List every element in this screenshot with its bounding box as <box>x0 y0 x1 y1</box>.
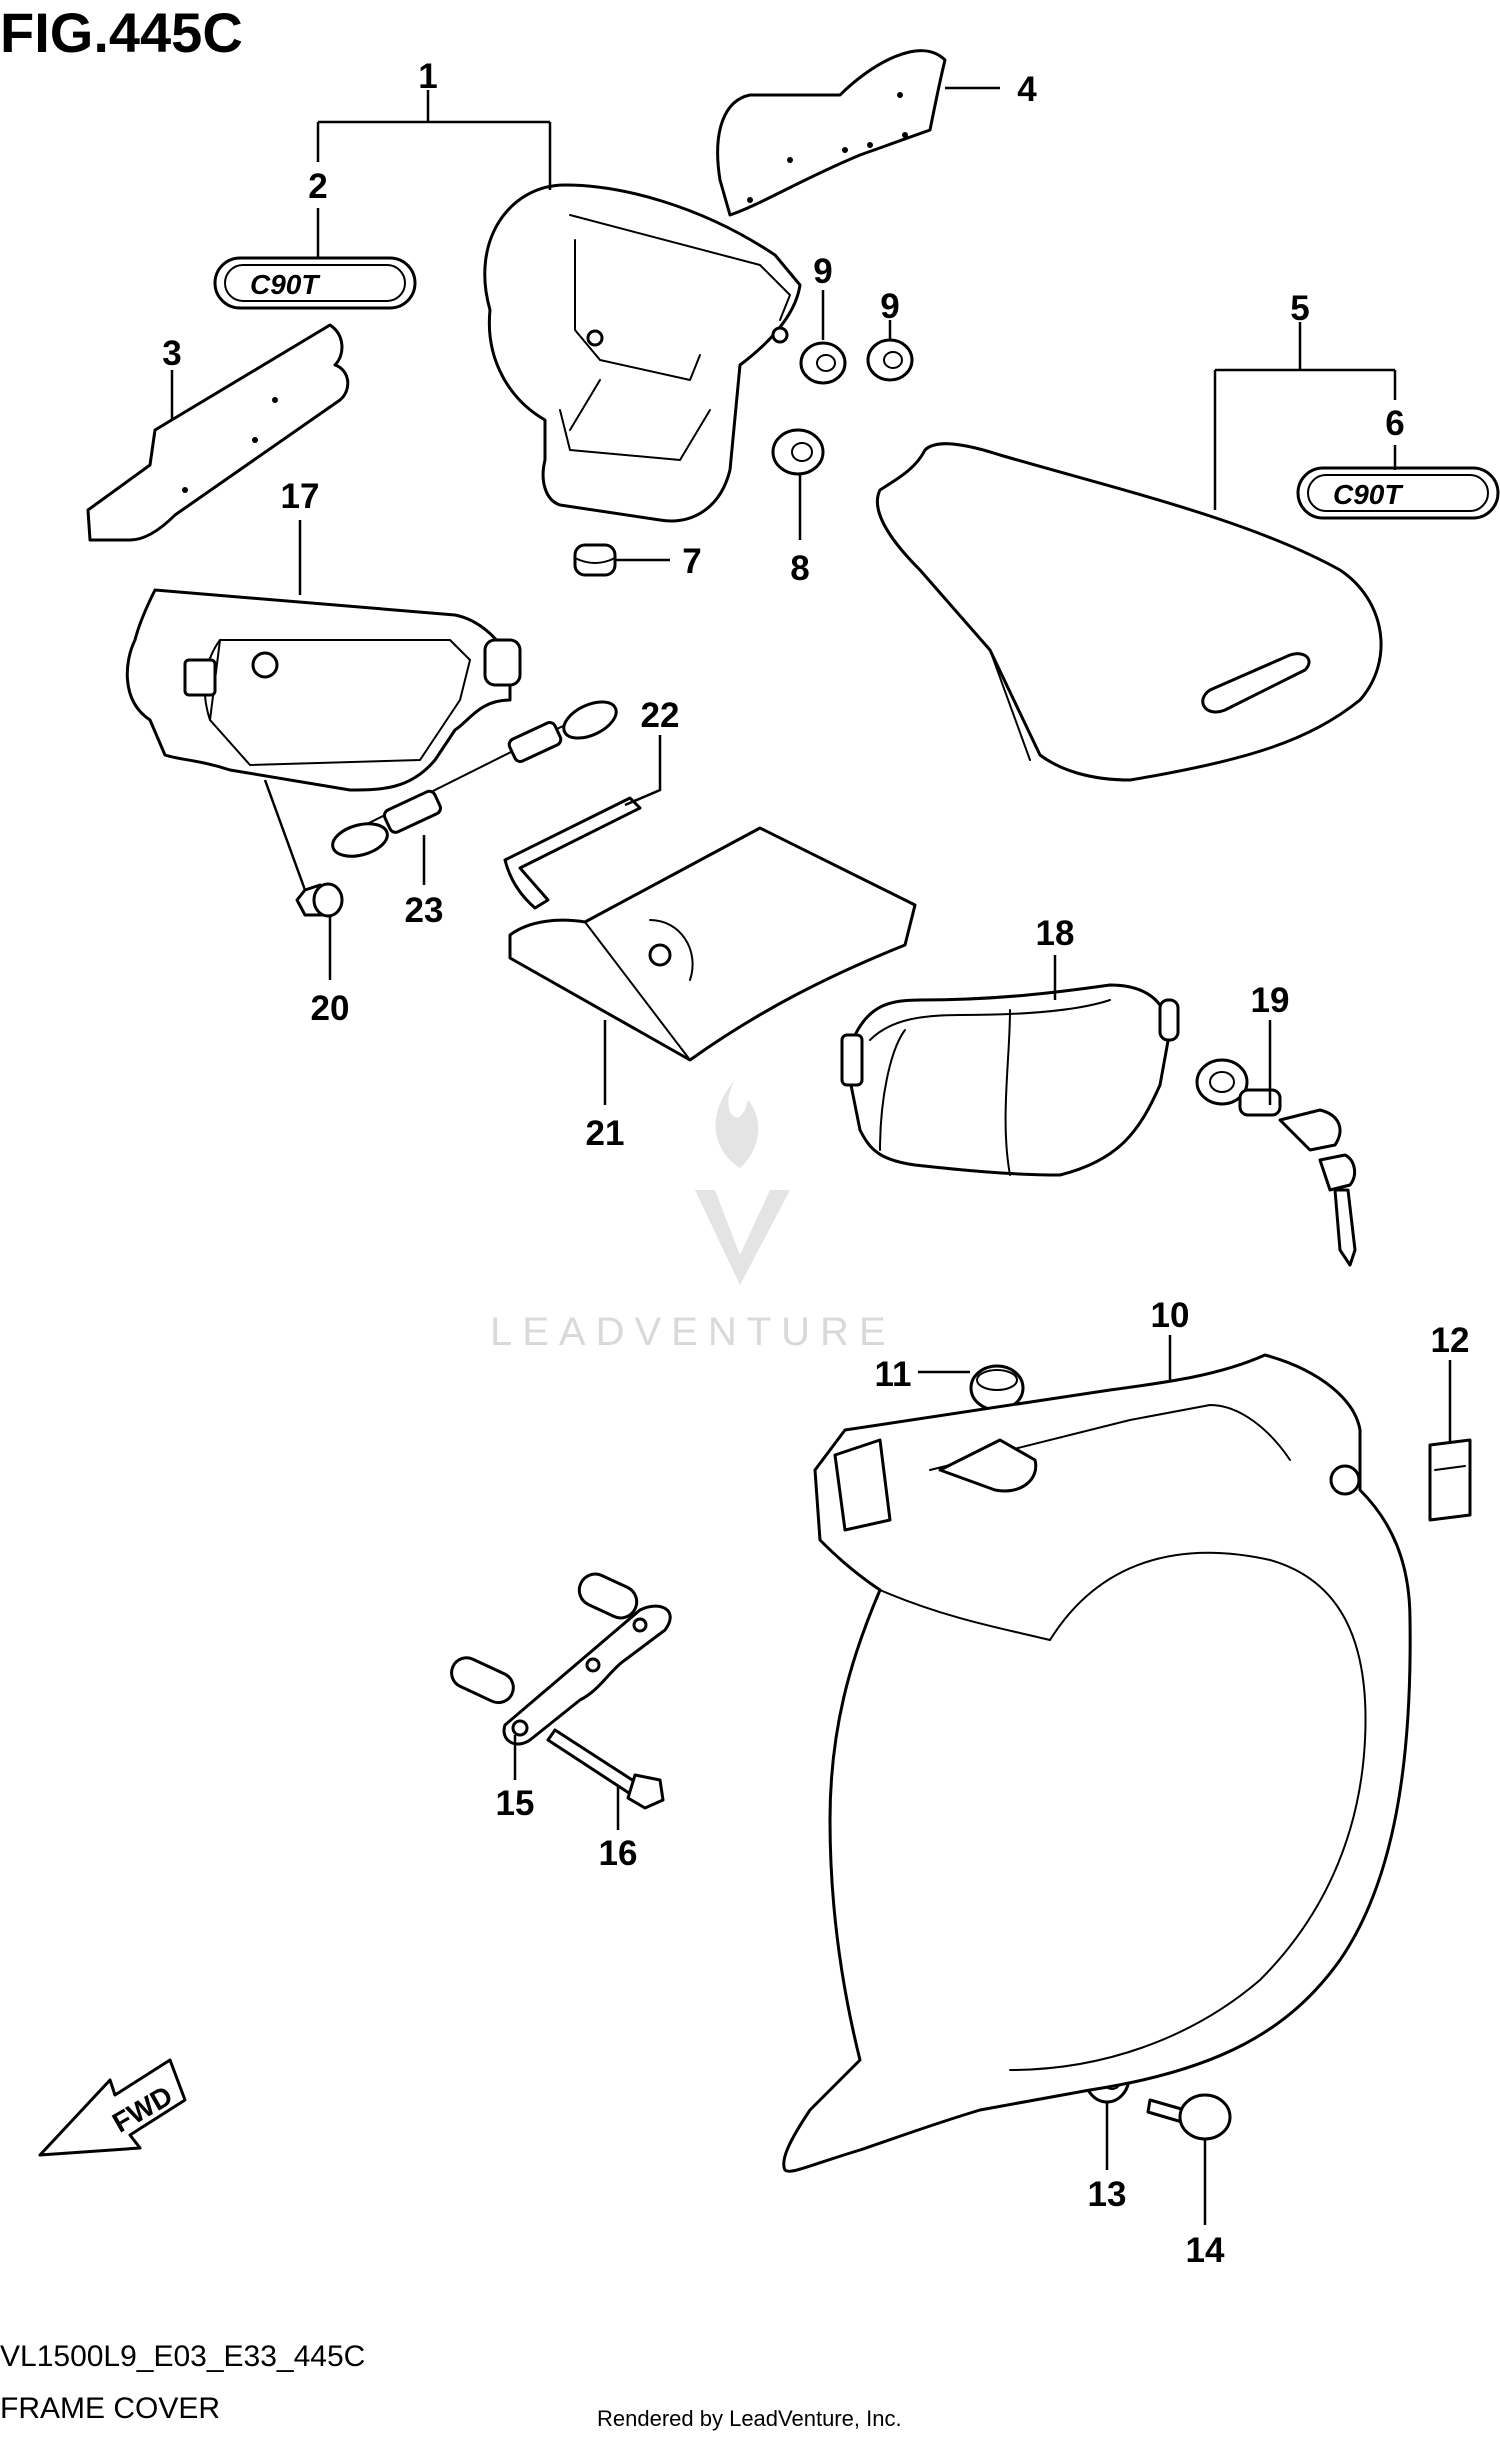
render-credit: Rendered by LeadVenture, Inc. <box>597 2406 902 2431</box>
v-logo <box>695 1190 790 1285</box>
callout-22: 22 <box>641 696 680 735</box>
part-7-grommet <box>573 543 617 577</box>
part-22-hex-wrench <box>503 796 642 910</box>
part-1-frame-cover <box>483 183 802 523</box>
part-10-frame-cover <box>782 1353 1412 2173</box>
part-9-grommet-b <box>866 338 914 382</box>
callout-2: 2 <box>308 167 327 206</box>
callout-15: 15 <box>496 1784 535 1823</box>
part-5-frame-cover <box>875 442 1383 782</box>
callout-21: 21 <box>586 1114 625 1153</box>
part-21-pouch <box>508 826 917 1062</box>
callout-17: 17 <box>281 477 320 516</box>
model-code: VL1500L9_E03_E33_445C <box>0 2340 365 2373</box>
part-19-key-lock <box>1195 1058 1357 1267</box>
fwd-arrow: FWD <box>38 2058 187 2157</box>
badge-2-text: C90T <box>250 269 321 300</box>
part-20-screw <box>295 882 344 918</box>
callout-19: 19 <box>1251 981 1290 1020</box>
callout-11: 11 <box>875 1355 912 1394</box>
part-9-grommet-a <box>799 341 847 385</box>
figure-title: FIG.445C <box>0 1 243 64</box>
callout-14: 14 <box>1186 2231 1225 2270</box>
callout-labels: 1 2 3 4 5 6 7 8 9 9 10 11 12 13 14 15 16… <box>162 57 1469 2270</box>
callout-12: 12 <box>1431 1321 1470 1360</box>
callout-4: 4 <box>1017 70 1037 109</box>
callout-1: 1 <box>418 57 437 96</box>
callout-13: 13 <box>1088 2175 1127 2214</box>
section-name: FRAME COVER <box>0 2392 220 2425</box>
part-3-sticker <box>86 323 350 542</box>
callout-9b: 9 <box>880 287 899 326</box>
part-15-bracket <box>450 1572 672 1746</box>
part-12-label <box>1428 1438 1472 1522</box>
part-17-box <box>125 588 522 792</box>
callout-10: 10 <box>1151 1296 1190 1335</box>
part-6-badge: C90T <box>1296 466 1500 520</box>
callout-23: 23 <box>405 891 444 930</box>
callout-16: 16 <box>599 1834 638 1873</box>
part-2-badge: C90T <box>213 256 417 310</box>
callout-9a: 9 <box>813 252 832 291</box>
part-23-cable <box>331 700 618 858</box>
flame-logo <box>715 1080 759 1168</box>
leadventure-watermark: LEADVENTURE <box>490 1080 896 1354</box>
callout-8: 8 <box>790 549 809 588</box>
part-4-sticker <box>716 49 947 217</box>
part-8-grommet <box>771 428 825 476</box>
callout-18: 18 <box>1036 914 1075 953</box>
part-14-screw <box>1146 2093 1232 2141</box>
part-16-bolt <box>546 1728 665 1810</box>
callout-6: 6 <box>1385 404 1404 443</box>
callout-7: 7 <box>682 542 701 581</box>
part-18-toolbox <box>840 983 1180 1177</box>
watermark-text: LEADVENTURE <box>490 1310 896 1354</box>
callout-20: 20 <box>311 989 350 1028</box>
badge-6-text: C90T <box>1333 479 1404 510</box>
callout-3: 3 <box>162 334 181 373</box>
callout-5: 5 <box>1290 289 1309 328</box>
leader-lines <box>170 86 1452 2225</box>
